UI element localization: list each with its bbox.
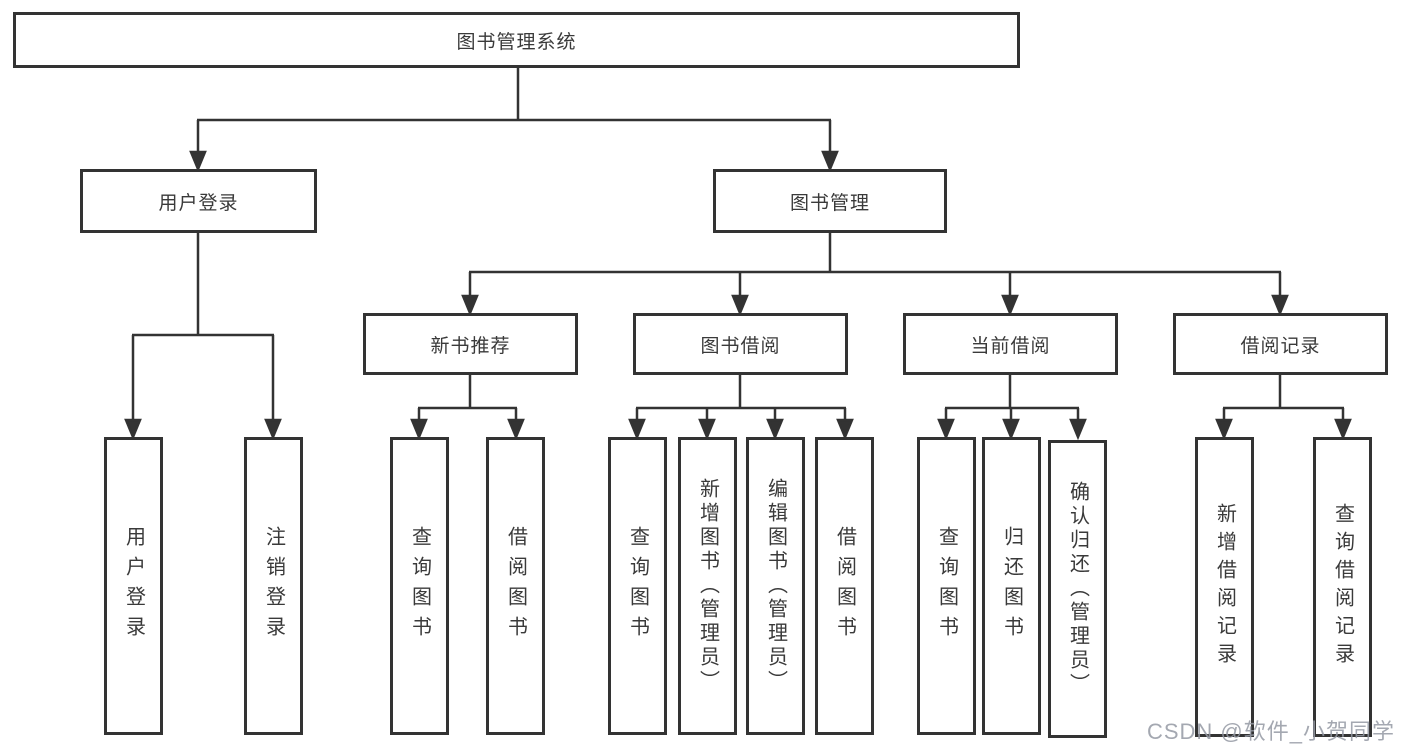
- leaf-confirm-return-admin: 确认归还（管理员）: [1048, 440, 1107, 738]
- leaf-logout: 注销登录: [244, 437, 303, 735]
- leaf-query-books-2: 查询图书: [608, 437, 667, 735]
- connector-book-borrow: [628, 375, 854, 441]
- connector-new-books: [410, 375, 525, 441]
- leaf-add-borrow-record: 新增借阅记录: [1195, 437, 1254, 737]
- node-book-management-branch: 图书管理: [713, 169, 947, 233]
- connector-root: [189, 68, 839, 173]
- leaf-return-book: 归还图书: [982, 437, 1041, 735]
- node-new-book-recommend: 新书推荐: [363, 313, 578, 375]
- leaf-query-books-1: 查询图书: [390, 437, 449, 735]
- leaf-user-login: 用户登录: [104, 437, 163, 735]
- leaf-edit-book-admin: 编辑图书（管理员）: [746, 437, 805, 735]
- node-user-login-branch: 用户登录: [80, 169, 317, 233]
- leaf-query-borrow-record: 查询借阅记录: [1313, 437, 1372, 737]
- leaf-add-book-admin: 新增图书（管理员）: [678, 437, 737, 735]
- node-current-borrow: 当前借阅: [903, 313, 1118, 375]
- node-system-root: 图书管理系统: [13, 12, 1020, 68]
- leaf-borrow-books-2: 借阅图书: [815, 437, 874, 735]
- connector-user-login: [124, 233, 282, 441]
- connector-borrow-records: [1215, 375, 1352, 441]
- node-book-borrow: 图书借阅: [633, 313, 848, 375]
- connector-book-management: [461, 233, 1289, 317]
- connector-current-borrow: [937, 375, 1087, 441]
- leaf-query-books-3: 查询图书: [917, 437, 976, 735]
- csdn-watermark: CSDN @软件_小贺同学: [1146, 719, 1395, 744]
- leaf-borrow-books-1: 借阅图书: [486, 437, 545, 735]
- node-borrow-records: 借阅记录: [1173, 313, 1388, 375]
